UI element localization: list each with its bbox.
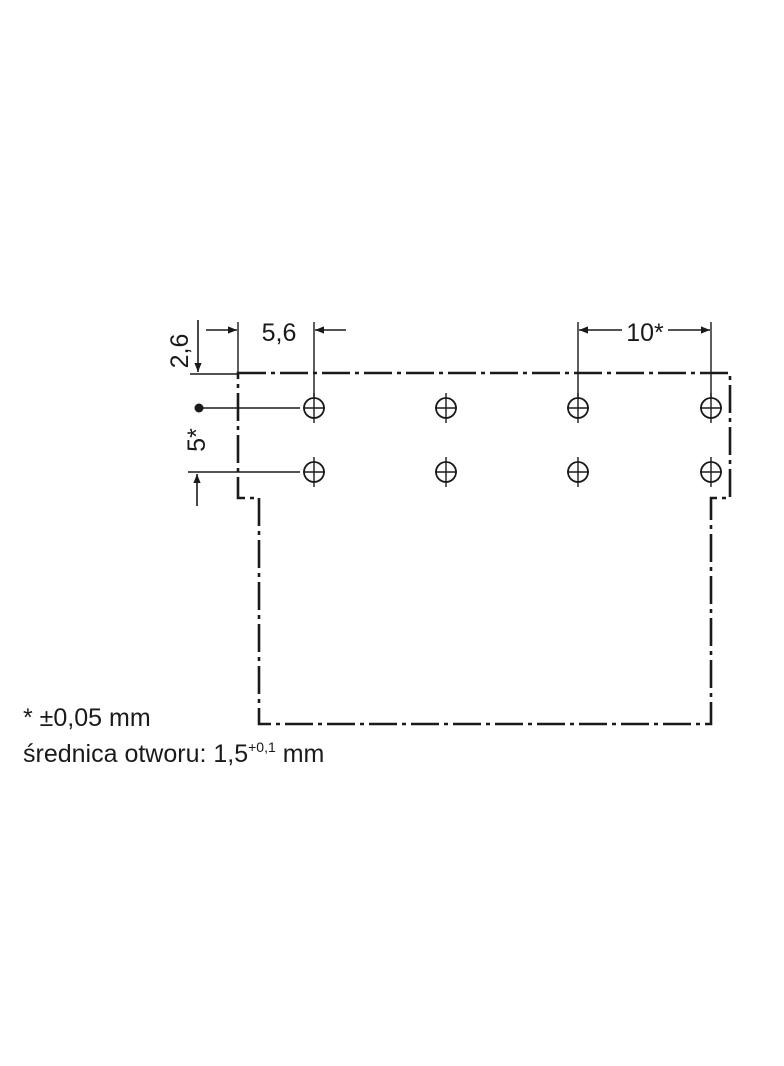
dimension-row-pitch-label: 5* [183,428,211,452]
board-outline [236,371,732,726]
dimension-first-pin-offset-label: 5,6 [262,319,297,347]
pin-hole [700,457,722,487]
dimension-top-offset-label: 2,6 [166,334,194,369]
extension-lines [188,322,712,473]
dimension-first-pin-offset: 5,6 [206,319,346,347]
pin-hole [303,457,325,487]
datum-dot [194,403,204,413]
dimension-row-pitch: 5* [183,403,211,506]
pin-hole [435,393,457,423]
pin-hole [435,457,457,487]
pin-hole [700,393,722,423]
hole-diameter-tolerance: +0,1 [248,739,276,755]
hole-diameter-text: średnica otworu: 1,5 [23,740,249,768]
dimension-pin-pitch-label: 10* [626,319,664,347]
pin-holes [303,393,722,487]
pin-hole [567,393,589,423]
pin-hole [567,457,589,487]
hole-diameter-note: średnica otworu: 1,5+0,1 mm [23,739,325,768]
tolerance-note: * ±0,05 mm [23,704,151,732]
dimension-top-offset: 2,6 [166,320,202,372]
dimension-pin-pitch: 10* [579,319,710,347]
hole-diameter-unit: mm [275,740,325,768]
pin-hole [303,393,325,423]
